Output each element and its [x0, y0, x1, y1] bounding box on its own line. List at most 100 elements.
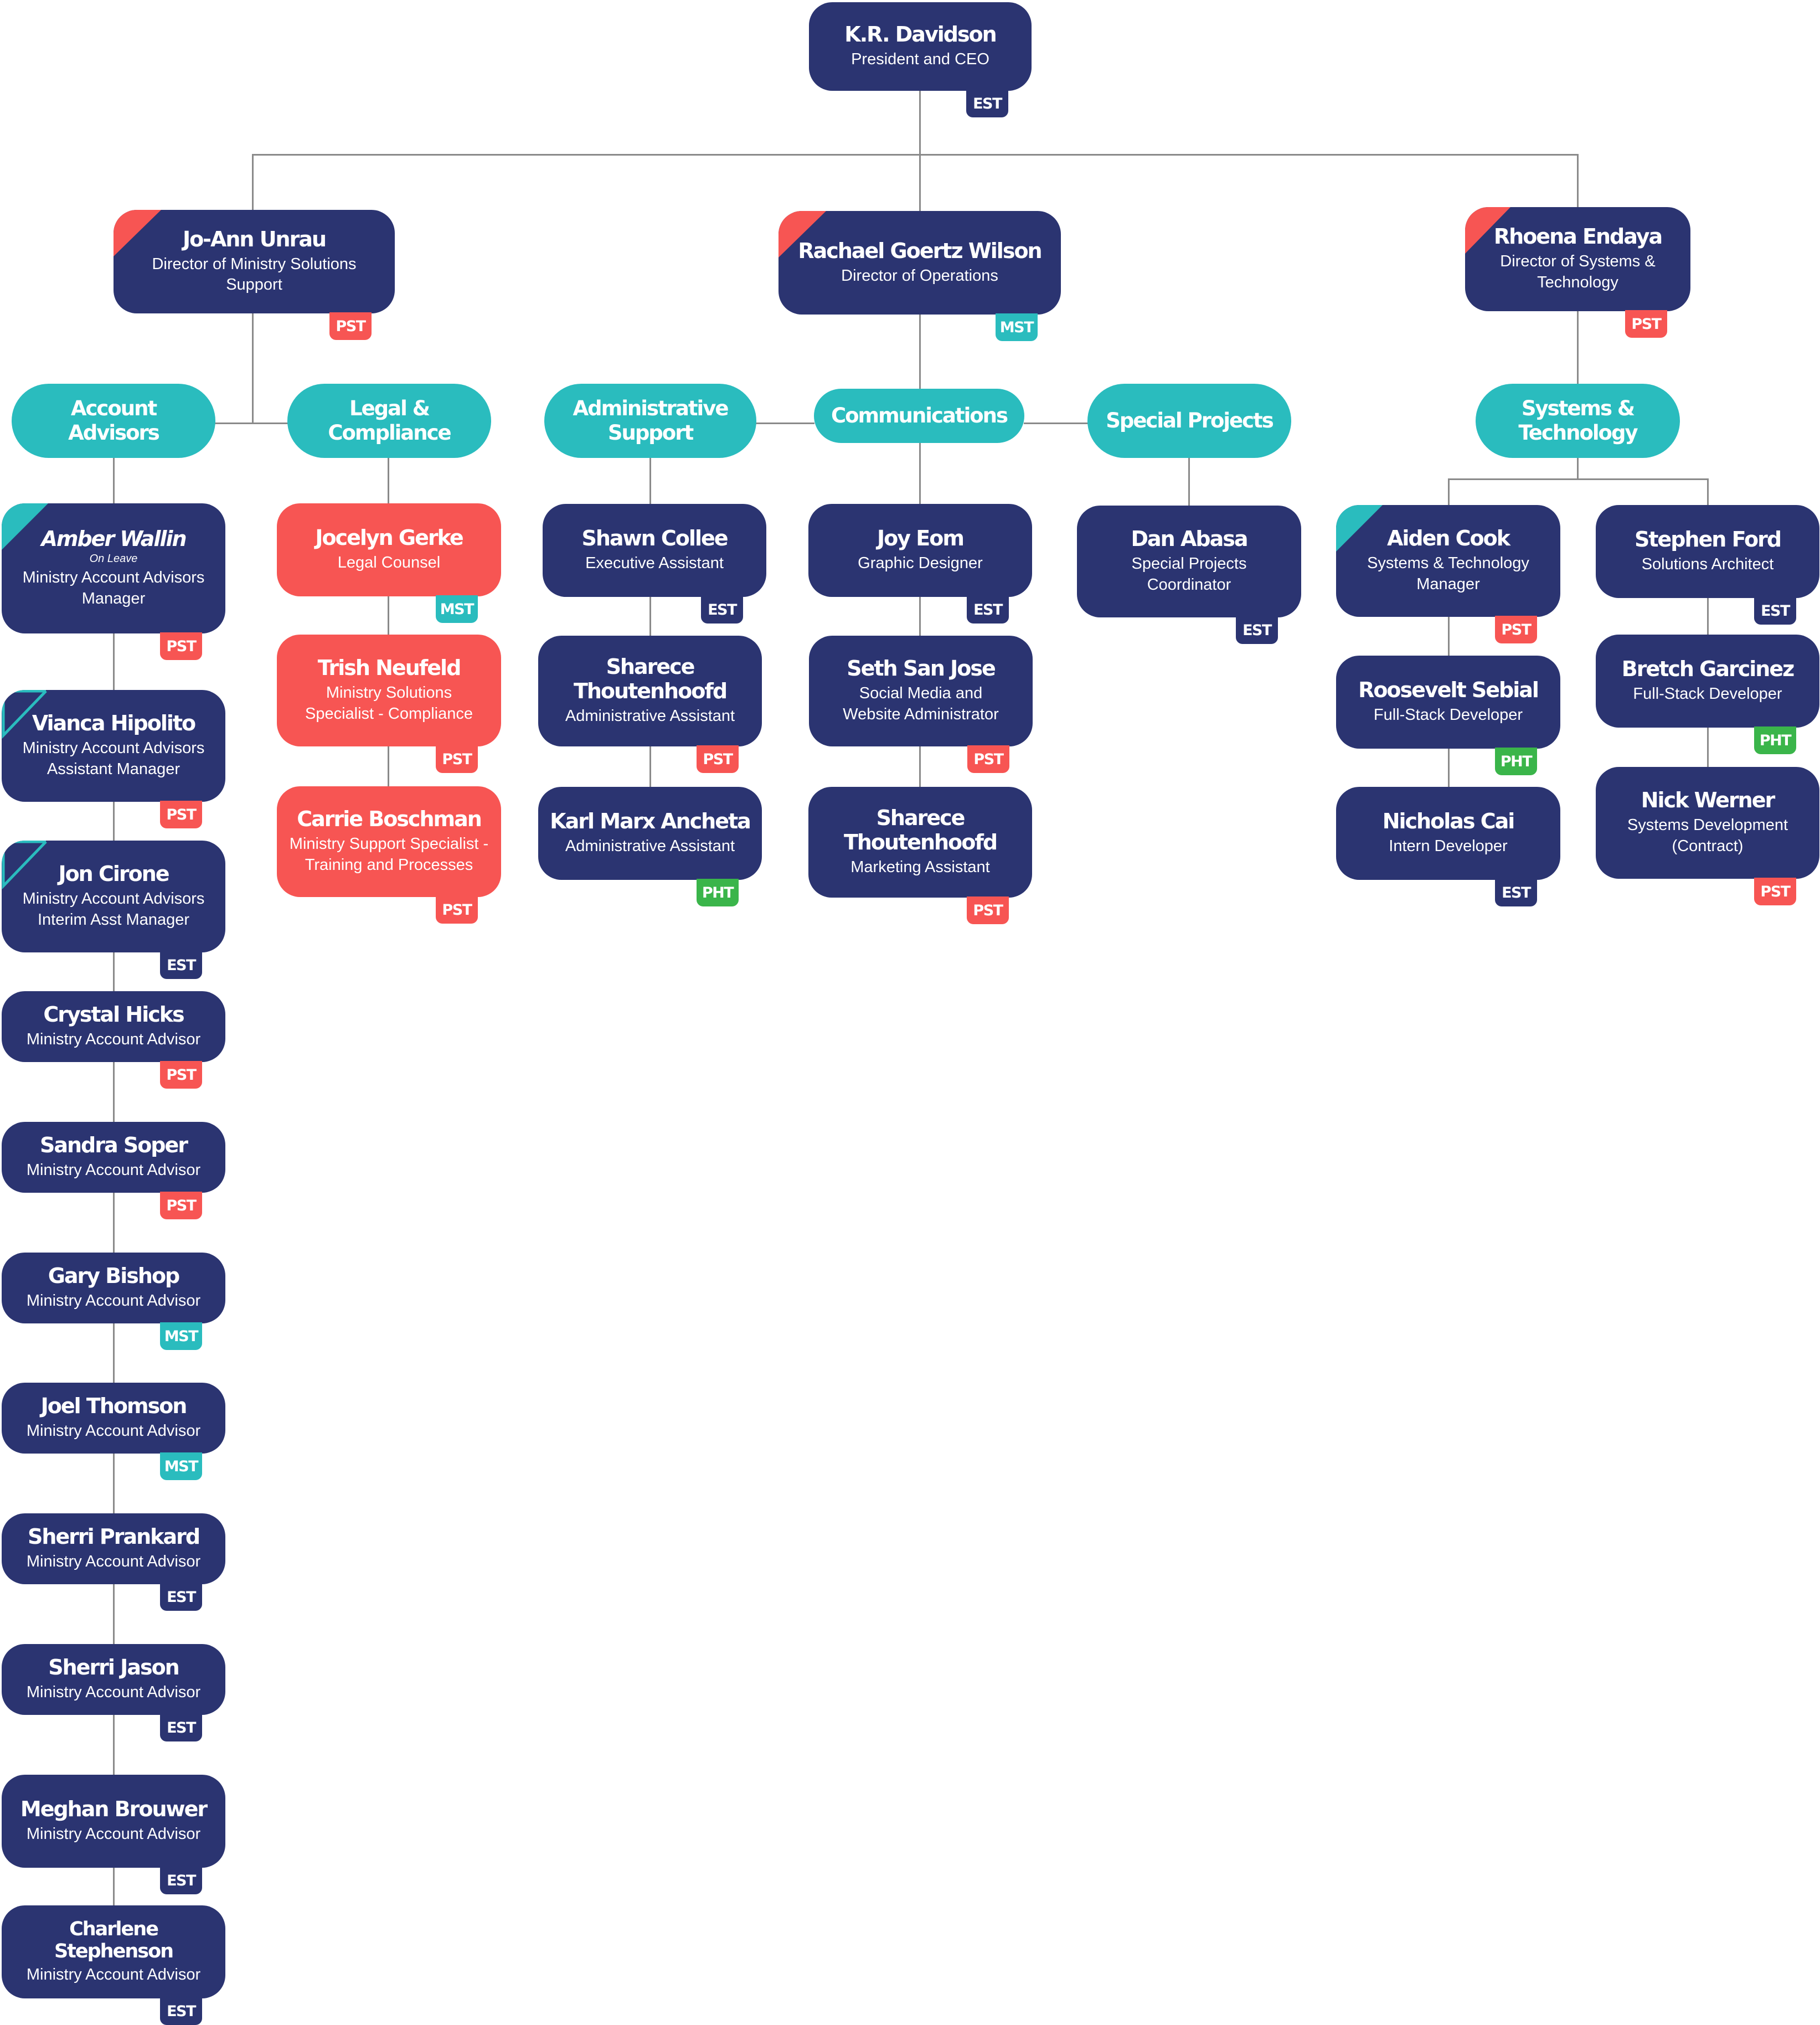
person-title: Ministry Account Advisor: [26, 1683, 201, 1701]
member-card[interactable]: Joy Eom Graphic Designer EST: [808, 504, 1032, 624]
member-card[interactable]: Meghan Brouwer Ministry Account Advisor …: [2, 1775, 225, 1894]
timezone-badge: PST: [1495, 616, 1537, 643]
member-card[interactable]: Roosevelt Sebial Full-Stack Developer PH…: [1336, 656, 1560, 775]
person-name: Amber Wallin: [41, 527, 187, 552]
person-name: Shawn Collee: [581, 526, 728, 551]
director-card[interactable]: Rachael Goertz Wilson Director of Operat…: [778, 211, 1061, 341]
timezone-badge: EST: [160, 1714, 202, 1741]
member-card[interactable]: Aiden Cook Systems & Technology Manager …: [1336, 505, 1560, 643]
timezone-badge: PST: [1754, 878, 1796, 905]
member-card[interactable]: Sharece Thoutenhoofd Marketing Assistant…: [808, 787, 1032, 924]
timezone-badge: EST: [1495, 879, 1537, 906]
connector: [1188, 457, 1190, 507]
teal-corner-outline-icon: [2, 690, 51, 740]
member-card[interactable]: Shawn Collee Executive Assistant EST: [543, 504, 766, 624]
timezone-badge: MST: [159, 1452, 202, 1480]
connector: [649, 457, 651, 790]
person-title: Full-Stack Developer: [1633, 685, 1782, 703]
person-title: Ministry Support Specialist - Training a…: [289, 835, 489, 874]
timezone-badge: PHT: [697, 879, 739, 906]
person-name: Jo-Ann Unrau: [182, 226, 327, 251]
director-card[interactable]: Rhoena Endaya Director of Systems & Tech…: [1465, 207, 1690, 338]
member-card[interactable]: Carrie Boschman Ministry Support Special…: [277, 786, 501, 924]
member-card[interactable]: Nicholas Cai Intern Developer EST: [1336, 787, 1560, 906]
person-name: Sandra Soper: [39, 1133, 188, 1158]
team-administrative-support[interactable]: Administrative Support: [544, 384, 756, 458]
person-title: Administrative Assistant: [565, 707, 735, 725]
team-communications[interactable]: Communications: [814, 389, 1024, 443]
team-systems-technology[interactable]: Systems & Technology: [1476, 384, 1680, 458]
team-special-projects[interactable]: Special Projects: [1087, 384, 1291, 458]
member-card[interactable]: Crystal Hicks Ministry Account Advisor P…: [2, 991, 225, 1089]
person-name: Joel Thomson: [40, 1394, 188, 1419]
member-card[interactable]: Sharece Thoutenhoofd Administrative Assi…: [538, 636, 762, 773]
person-name: Charlene Stephenson: [54, 1918, 174, 1963]
red-corner-flag-icon: [778, 211, 828, 261]
timezone-badge: EST: [1754, 597, 1796, 625]
director-card[interactable]: Jo-Ann Unrau Director of Ministry Soluti…: [114, 210, 395, 340]
person-title: Full-Stack Developer: [1373, 706, 1523, 724]
timezone-badge: PST: [160, 1192, 202, 1219]
person-title: Ministry Solutions Specialist - Complian…: [305, 684, 473, 723]
person-title: Executive Assistant: [585, 554, 724, 572]
member-card[interactable]: Charlene Stephenson Ministry Account Adv…: [2, 1905, 225, 2025]
member-card[interactable]: Jon Cirone Ministry Account Advisors Int…: [2, 841, 225, 979]
person-name: Trish Neufeld: [317, 656, 462, 681]
person-title: Director of Systems & Technology: [1500, 253, 1656, 291]
connector: [215, 422, 288, 424]
person-title: Ministry Account Advisor: [26, 1553, 201, 1570]
member-card[interactable]: Bretch Garcinez Full-Stack Developer PHT: [1596, 635, 1819, 754]
member-card[interactable]: Amber Wallin On Leave Ministry Account A…: [2, 503, 225, 660]
person-title: Systems & Technology Manager: [1367, 554, 1529, 593]
member-card[interactable]: Seth San Jose Social Media and Website A…: [809, 636, 1033, 773]
person-name: Gary Bishop: [48, 1264, 181, 1289]
member-card[interactable]: Gary Bishop Ministry Account Advisor MST: [2, 1253, 225, 1350]
ceo-card[interactable]: K.R. Davidson President and CEO EST: [809, 2, 1032, 117]
person-name: Meghan Brouwer: [20, 1797, 208, 1822]
connector: [1707, 478, 1709, 789]
connector: [252, 313, 254, 424]
timezone-badge: PST: [160, 632, 202, 660]
timezone-badge: PST: [967, 896, 1009, 924]
timezone-badge: EST: [160, 1867, 202, 1894]
member-card[interactable]: Dan Abasa Special Projects Coordinator E…: [1077, 506, 1301, 644]
timezone-badge: PST: [329, 312, 372, 340]
person-name: Crystal Hicks: [43, 1002, 184, 1027]
connector: [1024, 422, 1089, 424]
timezone-badge: EST: [701, 596, 743, 624]
member-card[interactable]: Vianca Hipolito Ministry Account Advisor…: [2, 690, 225, 828]
member-card[interactable]: Nick Werner Systems Development (Contrac…: [1596, 767, 1819, 905]
connector: [919, 442, 921, 791]
person-title: Ministry Account Advisor: [26, 1161, 201, 1179]
team-legal-compliance[interactable]: Legal & Compliance: [287, 384, 491, 458]
person-name: Karl Marx Ancheta: [550, 809, 751, 834]
person-title: Marketing Assistant: [850, 858, 990, 876]
member-card[interactable]: Trish Neufeld Ministry Solutions Special…: [277, 635, 501, 773]
red-corner-flag-icon: [1465, 207, 1515, 257]
person-name: Aiden Cook: [1386, 526, 1510, 551]
member-card[interactable]: Stephen Ford Solutions Architect EST: [1596, 505, 1819, 625]
member-card[interactable]: Joel Thomson Ministry Account Advisor MS…: [2, 1383, 225, 1480]
person-title: Graphic Designer: [858, 554, 983, 572]
person-title: President and CEO: [851, 50, 989, 68]
member-card[interactable]: Sandra Soper Ministry Account Advisor PS…: [2, 1122, 225, 1219]
person-name: Bretch Garcinez: [1621, 657, 1795, 682]
person-title: Ministry Account Advisor: [26, 1292, 201, 1310]
member-card[interactable]: Karl Marx Ancheta Administrative Assista…: [538, 787, 762, 906]
timezone-badge: EST: [966, 90, 1008, 117]
timezone-badge: MST: [159, 1322, 202, 1350]
member-card[interactable]: Jocelyn Gerke Legal Counsel MST: [277, 503, 501, 623]
member-card[interactable]: Sherri Prankard Ministry Account Advisor…: [2, 1513, 225, 1611]
team-account-advisors[interactable]: Account Advisors: [12, 384, 215, 458]
member-card[interactable]: Sherri Jason Ministry Account Advisor ES…: [2, 1644, 225, 1741]
timezone-badge: PST: [436, 745, 478, 773]
timezone-badge: PHT: [1495, 748, 1537, 775]
person-title: Administrative Assistant: [565, 837, 735, 855]
timezone-badge: MST: [995, 313, 1038, 341]
timezone-badge: PST: [160, 1061, 202, 1089]
person-name: Jocelyn Gerke: [315, 525, 463, 550]
leave-status: On Leave: [89, 553, 138, 565]
person-title: Legal Counsel: [337, 554, 441, 571]
person-title: Director of Operations: [841, 266, 998, 285]
person-name: Roosevelt Sebial: [1358, 678, 1539, 703]
